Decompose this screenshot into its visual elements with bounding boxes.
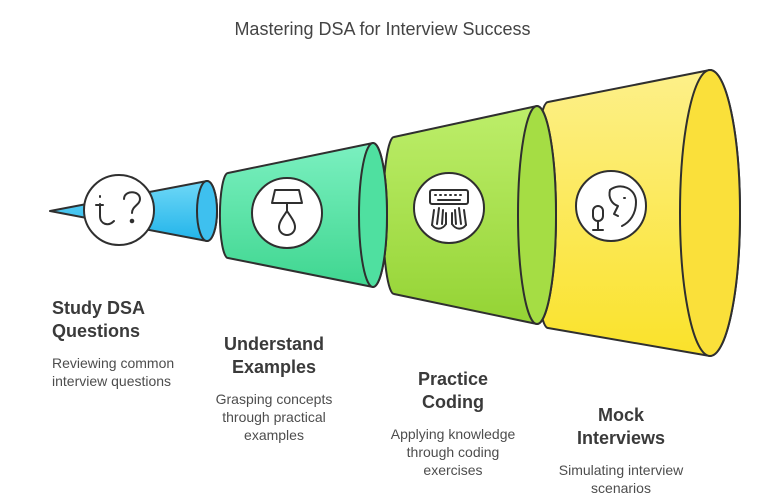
diagram-title: Mastering DSA for Interview Success [234,19,531,39]
question-mark-icon [83,174,155,246]
lamp-drop-icon [251,177,323,249]
stage-label-line: Examples [231,357,317,377]
stage-mock-interviews: Mock Interviews Simulating interview sce… [543,404,699,497]
stage-desc-line: exercises [423,462,483,478]
stage-label: Understand Examples [204,333,344,379]
keyboard-hands-icon [413,172,485,244]
stage-desc-line: Reviewing common [52,355,175,371]
stage-label-line: Mock [597,405,644,425]
stage-desc-line: Applying knowledge [390,426,516,442]
stage-description: Reviewing common interview questions [52,354,202,390]
microphone-person-icon [575,170,647,242]
stage-desc-line: examples [244,427,304,443]
stage-desc-line: Simulating interview [558,462,684,478]
stage-study-dsa: Study DSA Questions Reviewing common int… [52,297,202,390]
stage-description: Simulating interview scenarios [543,461,699,497]
stage-label-line: Questions [52,321,141,341]
stage-label-line: Study DSA [52,298,146,318]
stage-label: Practice Coding [378,368,528,414]
stage-desc-line: through coding [406,444,500,460]
stage-understand-examples: Understand Examples Grasping concepts th… [204,333,344,444]
stage-description: Grasping concepts through practical exam… [204,390,344,444]
stage-practice-coding: Practice Coding Applying knowledge throu… [378,368,528,479]
stage-desc-line: interview questions [52,373,172,389]
stage-label-line: Practice [417,369,489,389]
stage-label-line: Coding [422,392,484,412]
stage-desc-line: Grasping concepts [215,391,333,407]
stage-description: Applying knowledge through coding exerci… [378,425,528,479]
stage-label: Mock Interviews [543,404,699,450]
stage-label-line: Understand [223,334,324,354]
stage-desc-line: scenarios [591,480,651,496]
stage-desc-line: through practical [222,409,326,425]
stage-label: Study DSA Questions [52,297,202,343]
stage-label-line: Interviews [576,428,666,448]
